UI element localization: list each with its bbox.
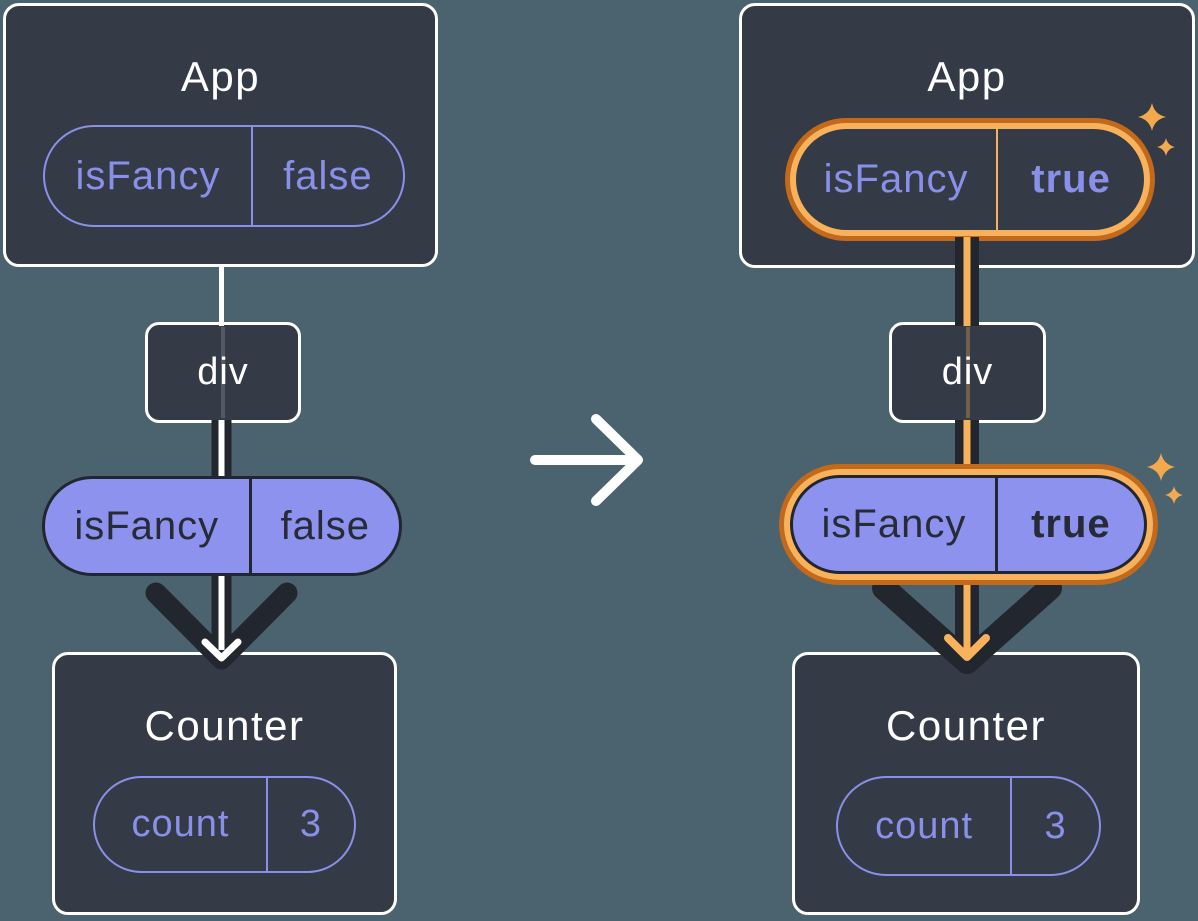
pill-value: false (250, 127, 403, 225)
transition-arrow-icon (530, 414, 643, 506)
div-label: div (197, 351, 249, 393)
div-label: div (941, 351, 994, 393)
app-state-pill: isFancy false (43, 125, 405, 227)
pass-through-line (221, 327, 225, 418)
counter-title: Counter (886, 702, 1046, 749)
app-title: App (927, 53, 1007, 100)
counter-card-right: Counter count 3 (792, 652, 1140, 915)
pass-through-line (965, 327, 970, 418)
chevron-arrow-icon (145, 582, 298, 670)
pill-key: isFancy (821, 502, 967, 546)
counter-card-left: Counter count 3 (52, 652, 397, 915)
chevron-arrow-icon (872, 576, 1062, 674)
app-title: App (180, 53, 261, 100)
prop-pill-highlighted: isFancy true (790, 475, 1147, 574)
pill-value: 3 (1010, 778, 1099, 874)
counter-state-pill: count 3 (836, 776, 1101, 876)
pill-key: isFancy (823, 157, 969, 201)
pill-key: isFancy (74, 503, 220, 548)
div-node-right: div (889, 322, 1046, 423)
pill-value: 3 (265, 778, 354, 871)
prop-pill: isFancy false (42, 476, 402, 576)
counter-state-pill: count 3 (93, 776, 356, 873)
sparkle-icon (1165, 486, 1183, 504)
pill-value: true (996, 129, 1144, 230)
pill-key: count (875, 804, 974, 847)
pill-value: true (994, 478, 1144, 571)
pill-key: isFancy (75, 153, 221, 198)
pill-key: count (131, 803, 230, 845)
app-card-right: App isFancy true (739, 3, 1195, 268)
div-node-left: div (145, 322, 301, 423)
pill-value: false (248, 479, 399, 573)
app-card-left: App isFancy false (3, 3, 438, 267)
sparkle-icon (1147, 453, 1175, 481)
counter-title: Counter (144, 702, 305, 749)
app-state-pill-highlighted: isFancy true (790, 123, 1150, 236)
